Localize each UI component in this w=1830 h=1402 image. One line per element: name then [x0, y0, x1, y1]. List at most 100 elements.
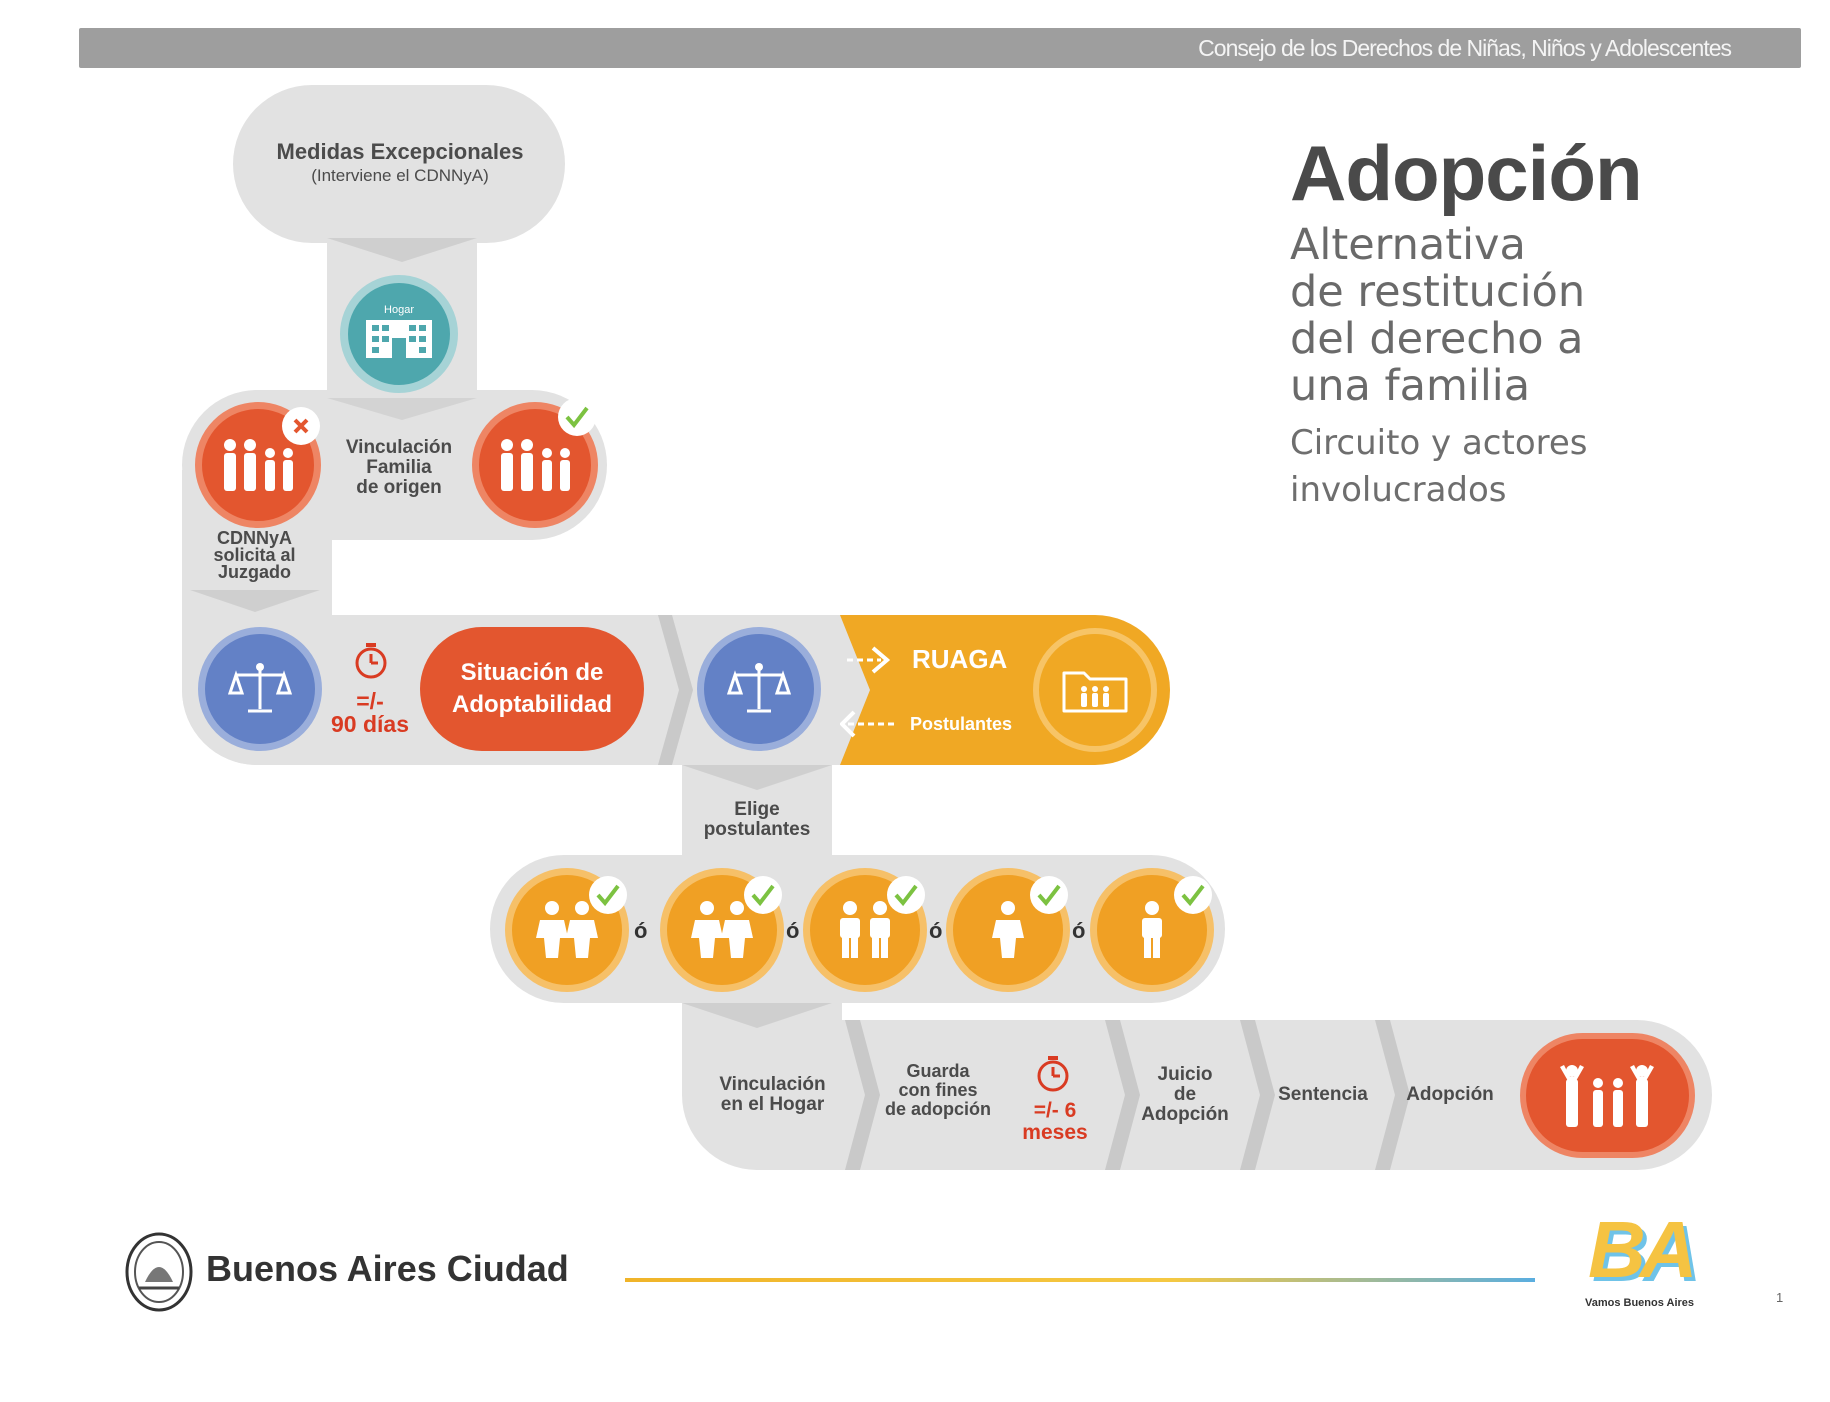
court-circle: [198, 627, 322, 751]
couple-icon: [536, 901, 598, 958]
label-line: CDNNyA: [216, 528, 292, 548]
guarda-label: Guarda con fines de adopción: [868, 1062, 1008, 1119]
family-icon: [501, 439, 570, 491]
candidate-couple-1: [505, 868, 629, 992]
arrow-down: [190, 590, 320, 612]
label-line: Juicio: [1157, 1064, 1213, 1085]
start-bubble: [233, 85, 565, 243]
timer-icon: [1035, 1055, 1071, 1098]
scales-icon: [727, 663, 791, 713]
page-title: Adopción: [1290, 129, 1643, 217]
arrow-down: [327, 238, 477, 262]
start-label-line2: (Interviene el CDNNyA): [311, 166, 489, 186]
label-line: 90 días: [331, 711, 409, 737]
folder-icon: [1062, 671, 1128, 713]
label-line: =/-: [356, 688, 384, 714]
candidate-single-man: [1090, 868, 1214, 992]
family-icon: [224, 439, 293, 491]
vinculacion-origen-label: Vinculación Familia de origen: [334, 438, 464, 498]
subtitle-line: Alternativa: [1290, 220, 1526, 270]
notch: [332, 540, 382, 615]
or-separator: ó: [929, 918, 943, 943]
label-line: Adopción: [1141, 1103, 1229, 1125]
court-circle-2: [697, 627, 821, 751]
man-icon: [1142, 901, 1162, 958]
cross-icon: [282, 407, 320, 445]
check-icon: [1030, 876, 1068, 914]
or-separator: ó: [786, 918, 800, 943]
page-description: Circuito y actores involucrados: [1290, 420, 1588, 514]
ruaga-label: RUAGA: [912, 644, 1008, 674]
timer2-label: =/- 6 meses: [1005, 1099, 1105, 1145]
arrow-down: [327, 398, 477, 420]
subtitle-line: de restitución: [1290, 267, 1586, 317]
check-icon: [1174, 876, 1212, 914]
label-line: Elige: [734, 799, 780, 820]
description-line: involucrados: [1290, 470, 1507, 510]
or-separator: ó: [634, 918, 648, 943]
label-line: postulantes: [703, 818, 811, 840]
header-bar: Consejo de los Derechos de Niñas, Niños …: [79, 28, 1801, 68]
label-line: Vinculación: [719, 1074, 826, 1095]
sentencia-label: Sentencia: [1278, 1084, 1368, 1105]
label-line: Guarda: [906, 1061, 970, 1081]
ba-slogan: Vamos Buenos Aires: [1585, 1297, 1695, 1309]
check-icon: [558, 398, 596, 436]
start-label: Medidas Excepcionales (Interviene el CDN…: [250, 140, 550, 185]
vinc-hogar-label: Vinculación en el Hogar: [700, 1075, 845, 1115]
chevron-sep: [1105, 1020, 1140, 1170]
postulantes-label: Postulantes: [910, 714, 1013, 734]
label-line: en el Hogar: [720, 1093, 825, 1115]
city-name: Buenos Aires Ciudad: [206, 1248, 569, 1289]
city-seal-icon: [125, 1232, 193, 1317]
header-org-text: Consejo de los Derechos de Niñas, Niños …: [1198, 35, 1732, 61]
page-subtitle: Alternativa de restitución del derecho a…: [1290, 222, 1585, 410]
ruaga-chevron: [840, 615, 900, 765]
page-number: 1: [1776, 1290, 1784, 1305]
label-line: Familia: [366, 456, 432, 478]
label-line: Juzgado: [217, 562, 291, 583]
woman-icon: [992, 901, 1024, 958]
scales-icon: [228, 663, 292, 713]
start-label-line1: Medidas Excepcionales: [276, 139, 524, 164]
ba-logo: BA: [1588, 1205, 1698, 1294]
adoptabilidad-pill: Situación de Adoptabilidad: [420, 627, 644, 751]
label-line: solicita al: [213, 545, 296, 566]
cdnnya-label: CDNNyA solicita al Juzgado: [192, 528, 317, 583]
label-line: meses: [1022, 1121, 1088, 1145]
adopcion-label: Adopción: [1406, 1084, 1494, 1105]
hogar-content: Hogar: [364, 304, 434, 365]
adopted-family-pill: [1520, 1033, 1695, 1158]
hogar-label: Hogar: [384, 303, 414, 316]
label-line: de origen: [356, 476, 442, 498]
chevron-sep: [1240, 1020, 1275, 1170]
check-icon: [589, 876, 627, 914]
or-separator: ó: [1072, 918, 1086, 943]
label-line: =/- 6: [1033, 1099, 1077, 1122]
footer-divider: [625, 1278, 1535, 1282]
arrow-right-icon: [845, 643, 895, 682]
check-icon: [744, 876, 782, 914]
timer-icon: [353, 642, 389, 685]
ruaga-folder-circle: [1033, 628, 1157, 752]
label-line: Adoptabilidad: [452, 691, 612, 718]
timer1-label: =/- 90 días: [320, 690, 420, 736]
arrow-left-icon: [839, 707, 900, 746]
happy-family-icon: [1559, 1064, 1654, 1127]
description-line: Circuito y actores: [1290, 423, 1588, 463]
subtitle-line: una familia: [1290, 361, 1531, 411]
chevron-sep: [845, 1020, 880, 1170]
chevron-sep: [658, 615, 693, 765]
check-icon: [887, 876, 925, 914]
arrow-down: [682, 765, 832, 790]
elige-label: Elige postulantes: [690, 800, 824, 840]
couple-icon: [840, 901, 890, 958]
label-line: de: [1173, 1083, 1197, 1105]
chevron-sep: [1375, 1020, 1410, 1170]
hogar-circle: Hogar: [340, 275, 458, 393]
building-icon: [366, 319, 432, 358]
juicio-label: Juicio de Adopción: [1130, 1065, 1240, 1125]
label-line: Situación de: [460, 659, 604, 686]
label-line: Vinculación: [345, 437, 453, 458]
